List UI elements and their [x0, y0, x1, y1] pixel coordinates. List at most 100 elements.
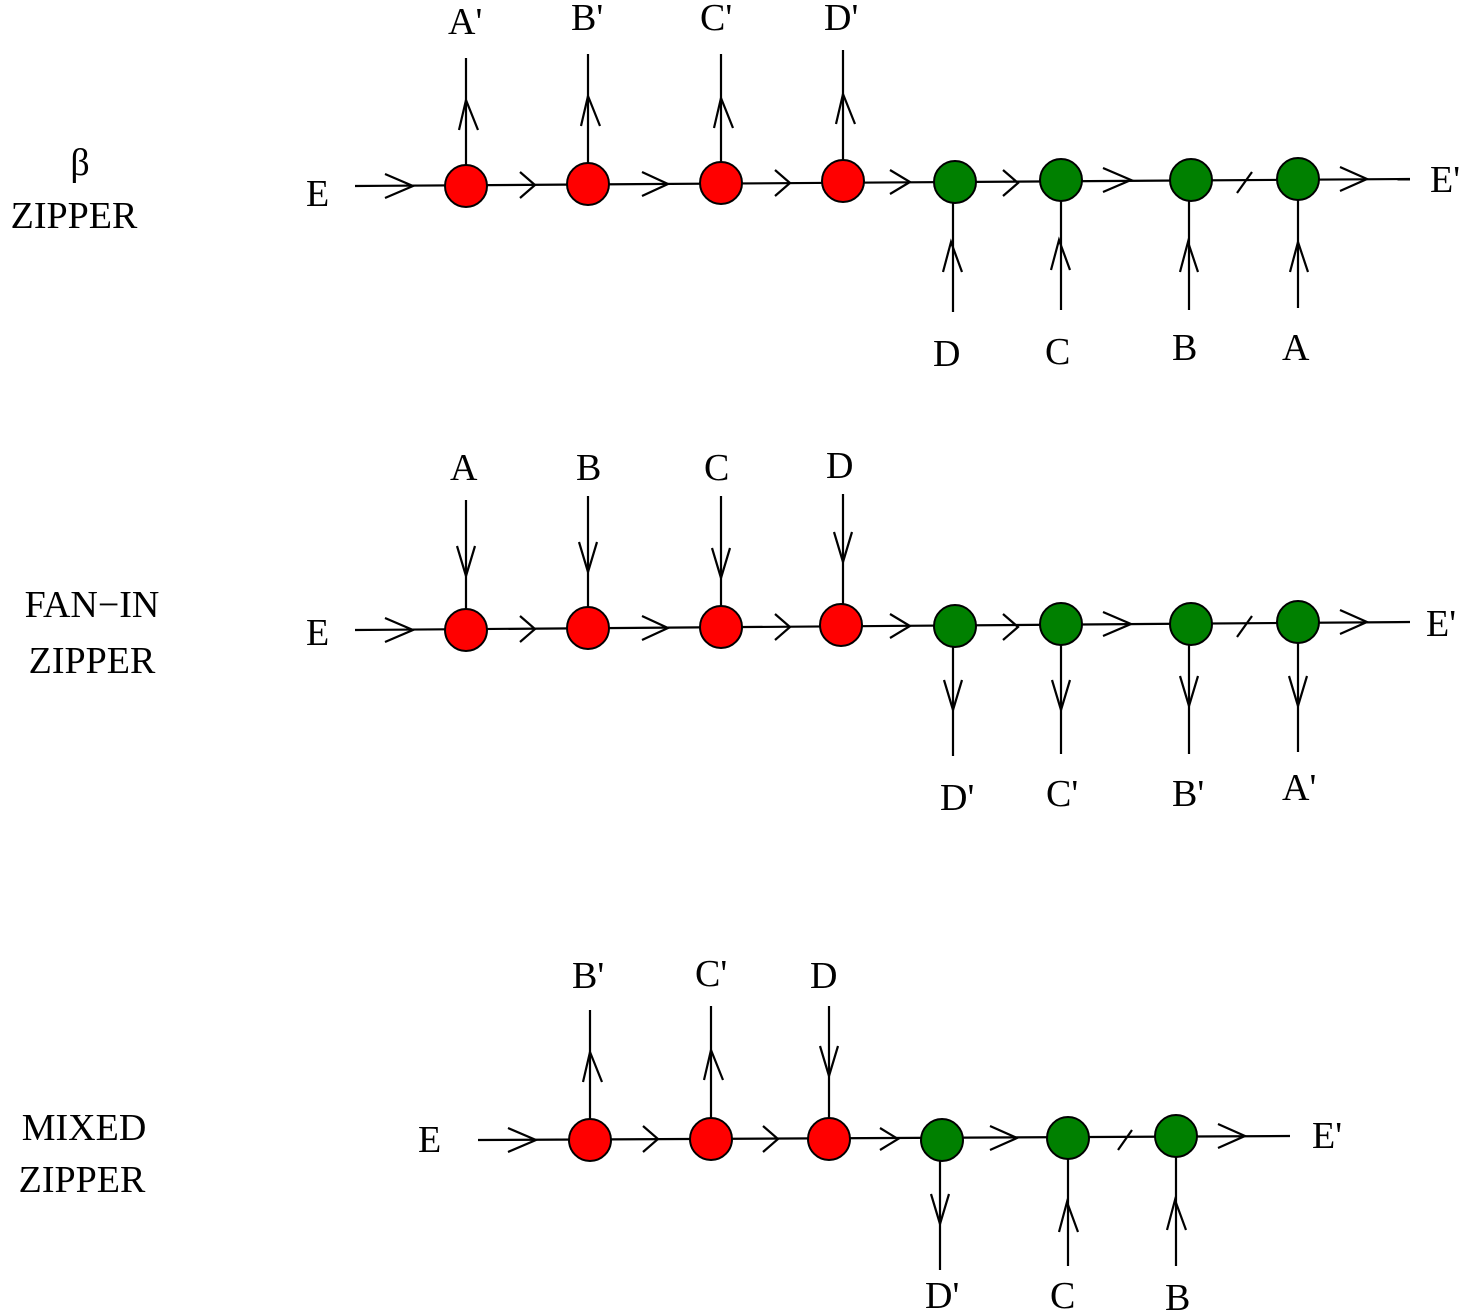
fan-in-chain-break [1236, 615, 1253, 638]
mixed-chain-arrow [1217, 1122, 1248, 1150]
mixed-chain-arrow [762, 1125, 780, 1153]
fan-in-zipper-title-line-2: ZIPPER [29, 640, 156, 682]
fan-in-input-label: E [306, 612, 329, 654]
beta-red-node [444, 164, 488, 208]
fan-in-chain-arrow [1339, 608, 1370, 636]
mixed-chain-arrow [989, 1124, 1020, 1152]
mixed-bottom-label: C [1050, 1275, 1075, 1314]
beta-top-label: D' [824, 0, 858, 39]
beta-red-node [821, 159, 865, 203]
fan-in-output-label: E' [1426, 603, 1456, 645]
beta-bottom-arrow [941, 238, 964, 273]
fan-in-top-arrow [832, 531, 854, 566]
fan-in-zipper-diagram: FAN−IN ZIPPER E E' [25, 445, 1456, 819]
beta-zipper-title-line-2: ZIPPER [11, 195, 138, 237]
beta-green-node [1039, 158, 1083, 202]
fan-in-chain-line [354, 620, 1411, 632]
beta-green-node [933, 160, 977, 204]
fan-in-bottom-arrow [942, 679, 964, 714]
mixed-chain-break [1117, 1129, 1133, 1151]
beta-chain-arrow [384, 172, 416, 200]
fan-in-top-label: D [826, 445, 853, 487]
mixed-bottom-arrow [1165, 1196, 1188, 1231]
beta-chain-line [354, 177, 1411, 188]
fan-in-bottom-label: C' [1046, 773, 1078, 815]
beta-bottom-label: C [1045, 331, 1070, 373]
fan-in-top-label: A [450, 447, 478, 489]
beta-bottom-arrow [1049, 236, 1072, 271]
fan-in-red-node [699, 605, 743, 649]
fan-in-bottom-label: D' [940, 777, 974, 819]
fan-in-green-node [1169, 602, 1213, 646]
beta-bottom-arrow [1178, 238, 1200, 273]
beta-bottom-label: D [933, 333, 960, 375]
fan-in-bottom-arrow [1287, 675, 1309, 710]
mixed-chain-arrow [507, 1126, 539, 1154]
beta-chain-arrow [641, 171, 671, 197]
mixed-green-node [1046, 1116, 1090, 1160]
fan-in-chain-arrow [1102, 610, 1134, 638]
beta-chain-arrow [889, 169, 913, 195]
beta-green-node [1276, 157, 1320, 201]
fan-in-chain-arrow [641, 615, 671, 641]
fan-in-top-label: B [576, 447, 601, 489]
beta-chain-break [1236, 171, 1253, 194]
mixed-red-node [807, 1117, 851, 1161]
mixed-top-arrow [581, 1048, 604, 1083]
mixed-bottom-label: D' [925, 1275, 959, 1314]
beta-chain-arrow [519, 171, 537, 199]
beta-top-label: B' [571, 0, 603, 39]
beta-output-label: E' [1430, 159, 1460, 201]
mixed-top-label: D [810, 955, 837, 997]
beta-bottom-label: B [1172, 327, 1197, 369]
mixed-input-label: E [418, 1119, 441, 1161]
fan-in-top-arrow [455, 545, 477, 580]
beta-bottom-label: A [1282, 327, 1310, 369]
beta-top-label: C' [700, 0, 732, 39]
fan-in-zipper-title-line-1: FAN−IN [25, 584, 160, 626]
beta-zipper-title-line-1: β [70, 142, 89, 184]
fan-in-green-node [933, 604, 977, 648]
mixed-green-node [920, 1118, 964, 1162]
mixed-top-label: C' [695, 953, 727, 995]
beta-top-arrow [712, 94, 735, 129]
beta-chain-arrow [1002, 169, 1020, 197]
beta-zipper-diagram: β ZIPPER E E' [11, 0, 1460, 375]
mixed-zipper-title-line-1: MIXED [22, 1107, 147, 1149]
fan-in-chain-arrow [889, 613, 913, 639]
mixed-bottom-arrow [929, 1193, 951, 1228]
fan-in-bottom-label: A' [1282, 767, 1316, 809]
mixed-top-arrow [702, 1046, 725, 1081]
fan-in-chain-arrow [774, 613, 792, 641]
fan-in-red-node [566, 606, 610, 650]
mixed-chain-arrow [642, 1125, 660, 1153]
mixed-bottom-label: B [1165, 1277, 1190, 1314]
fan-in-bottom-arrow [1050, 679, 1072, 714]
fan-in-green-node [1039, 602, 1083, 646]
fan-in-green-node [1276, 600, 1320, 644]
mixed-green-node [1154, 1114, 1198, 1158]
mixed-output-label: E' [1312, 1115, 1342, 1157]
fan-in-top-label: C [704, 447, 729, 489]
mixed-zipper-diagram: MIXED ZIPPER E E' B' C' D [19, 953, 1342, 1314]
fan-in-chain-arrow [519, 615, 537, 643]
mixed-red-node [568, 1118, 612, 1162]
beta-red-node [566, 162, 610, 206]
mixed-red-node [689, 1117, 733, 1161]
beta-top-label: A' [448, 1, 482, 43]
mixed-top-label: B' [572, 955, 604, 997]
fan-in-chain-arrow [384, 616, 416, 644]
beta-top-arrow [579, 92, 602, 127]
beta-red-node [699, 161, 743, 205]
fan-in-top-arrow [577, 541, 599, 576]
beta-bottom-arrow [1288, 238, 1310, 273]
mixed-zipper-title-line-2: ZIPPER [19, 1159, 146, 1201]
mixed-chain-arrow [879, 1127, 901, 1151]
beta-input-label: E [306, 173, 329, 215]
fan-in-red-node [444, 608, 488, 652]
mixed-top-arrow [818, 1045, 840, 1080]
beta-top-arrow [457, 96, 480, 131]
mixed-bottom-arrow [1057, 1198, 1080, 1233]
fan-in-chain-arrow [1002, 613, 1020, 641]
